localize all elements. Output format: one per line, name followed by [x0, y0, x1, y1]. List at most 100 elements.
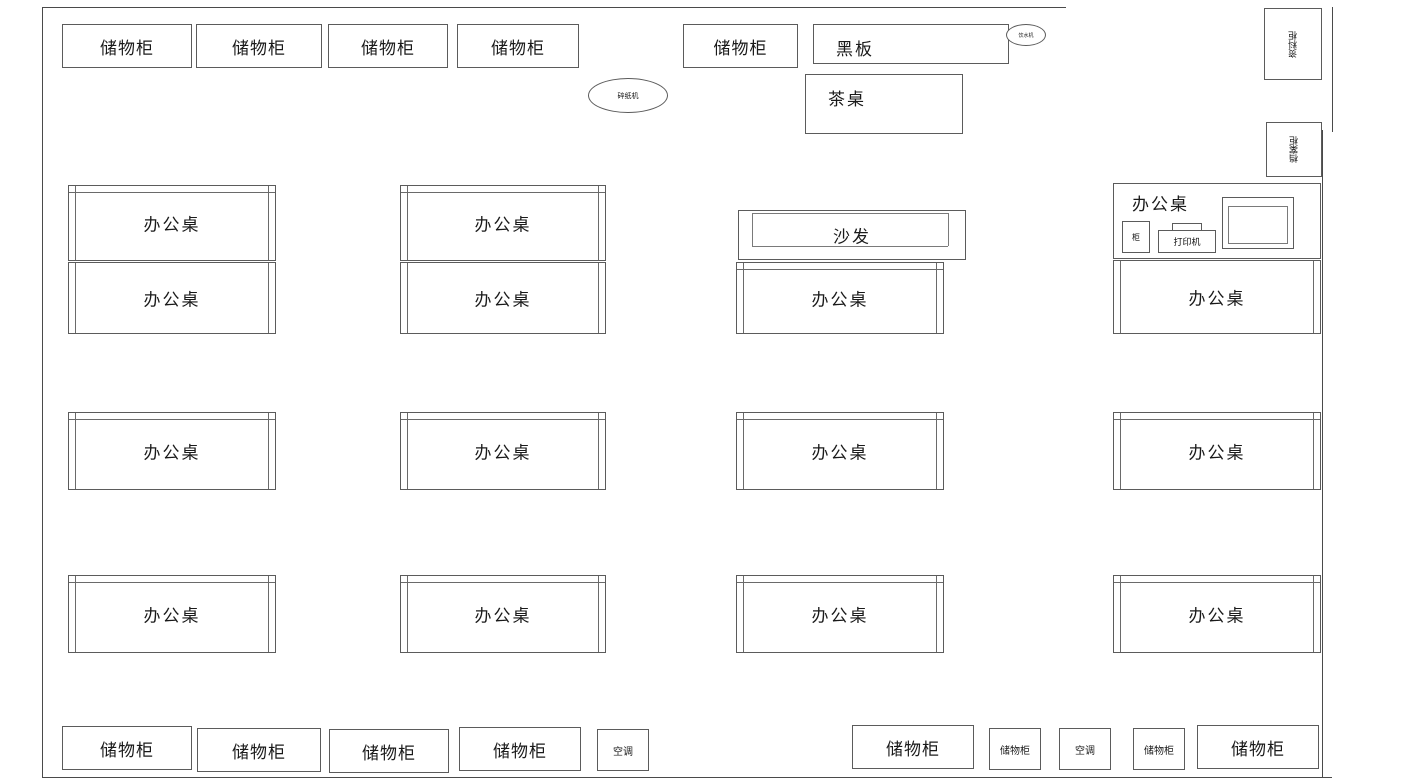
printer-station-label: 办公桌: [1132, 195, 1189, 215]
desk-r3c3[interactable]: 办公桌: [736, 575, 944, 653]
cabinet-label: 储物柜: [1231, 739, 1285, 760]
desk-rail-right: [598, 413, 599, 489]
desk-rail-right: [936, 413, 937, 489]
desk-r1c4[interactable]: 办公桌: [1113, 260, 1321, 334]
tea-table[interactable]: 茶桌: [805, 74, 963, 134]
ac-bottom-right[interactable]: 空调: [1059, 728, 1111, 770]
desk-rail-right: [936, 263, 937, 333]
desk-rail-right: [268, 263, 269, 333]
right-unit-document-cabinet[interactable]: 资料柜: [1264, 8, 1322, 80]
desk-r1c2-lower[interactable]: 办公桌: [400, 262, 606, 334]
wall-top: [42, 7, 1066, 8]
desk-r1c1-upper[interactable]: 办公桌: [68, 185, 276, 261]
cabinet-bottom-8[interactable]: 储物柜: [1197, 725, 1319, 769]
printer-label: 打印机: [1173, 238, 1201, 248]
shredder-node-label: 碎纸机: [617, 91, 639, 100]
desk-rail-right: [268, 576, 269, 652]
desk-rail-top: [737, 582, 943, 583]
cabinet-label: 储物柜: [100, 740, 154, 761]
desk-rail-top: [401, 192, 605, 193]
desk-rail-left: [1120, 261, 1121, 333]
desk-label: 办公桌: [1188, 606, 1246, 627]
cabinet-top-3[interactable]: 储物柜: [328, 24, 448, 68]
cabinet-label: 储物柜: [232, 38, 286, 59]
desk-rail-top: [69, 419, 275, 420]
water-dispenser-label: 饮水机: [1018, 32, 1034, 39]
desk-rail-top: [1114, 582, 1320, 583]
desk-label: 办公桌: [1188, 443, 1246, 464]
desk-rail-top: [401, 419, 605, 420]
cabinet-bottom-4[interactable]: 储物柜: [459, 727, 581, 771]
desk-r2c1[interactable]: 办公桌: [68, 412, 276, 490]
cabinet-bottom-3[interactable]: 储物柜: [329, 729, 449, 773]
desk-label: 办公桌: [1188, 289, 1246, 310]
desk-rail-top: [1114, 419, 1320, 420]
cabinet-label: 储物柜: [1000, 745, 1030, 757]
blackboard-label: 黑板: [836, 40, 874, 60]
desk-rail-left: [75, 186, 76, 260]
cabinet-top-4[interactable]: 储物柜: [457, 24, 579, 68]
desk-rail-top: [401, 582, 605, 583]
cabinet-bottom-6[interactable]: 储物柜: [989, 728, 1041, 770]
desk-r2c4[interactable]: 办公桌: [1113, 412, 1321, 490]
equipment-box[interactable]: 柜: [1122, 221, 1150, 253]
desk-rail-right: [598, 263, 599, 333]
cabinet-label: 储物柜: [100, 38, 154, 59]
desk-rail-right: [598, 186, 599, 260]
ac-label: 空调: [613, 746, 633, 758]
ac-bottom-left[interactable]: 空调: [597, 729, 649, 771]
desk-r1c2-upper[interactable]: 办公桌: [400, 185, 606, 261]
sofa-inner-line: [752, 213, 948, 214]
sofa[interactable]: 沙发: [738, 210, 966, 260]
desk-r1c3[interactable]: 办公桌: [736, 262, 944, 334]
right-unit-archive-cabinet[interactable]: 档案柜: [1266, 122, 1322, 177]
cabinet-bottom-7[interactable]: 储物柜: [1133, 728, 1185, 770]
right-unit-label: 资料柜: [1288, 30, 1299, 58]
cabinet-label: 储物柜: [886, 739, 940, 760]
sofa-inner-line-right: [948, 213, 949, 246]
wall-right-upper: [1332, 7, 1333, 132]
desk-rail-left: [407, 186, 408, 260]
desk-label: 办公桌: [474, 443, 532, 464]
cabinet-label: 储物柜: [232, 742, 286, 763]
desk-rail-right: [1313, 261, 1314, 333]
cabinet-label: 储物柜: [362, 743, 416, 764]
desk-rail-top: [69, 192, 275, 193]
desk-r3c2[interactable]: 办公桌: [400, 575, 606, 653]
desk-label: 办公桌: [811, 290, 869, 311]
ac-label: 空调: [1075, 745, 1095, 757]
printer-left[interactable]: 打印机: [1158, 230, 1216, 253]
water-dispenser-node-icon[interactable]: 饮水机: [1006, 24, 1046, 46]
desk-rail-right: [268, 413, 269, 489]
desk-r2c2[interactable]: 办公桌: [400, 412, 606, 490]
desk-r3c1[interactable]: 办公桌: [68, 575, 276, 653]
desk-label: 办公桌: [143, 215, 201, 236]
cabinet-bottom-5[interactable]: 储物柜: [852, 725, 974, 769]
desk-label: 办公桌: [474, 215, 532, 236]
printer-right-inner: [1228, 206, 1288, 244]
desk-r3c4[interactable]: 办公桌: [1113, 575, 1321, 653]
cabinet-bottom-2[interactable]: 储物柜: [197, 728, 321, 772]
cabinet-label: 储物柜: [493, 741, 547, 762]
desk-rail-right: [1313, 576, 1314, 652]
shredder-node-icon[interactable]: 碎纸机: [588, 78, 668, 113]
cabinet-top-2[interactable]: 储物柜: [196, 24, 322, 68]
desk-rail-left: [407, 263, 408, 333]
cabinet-bottom-1[interactable]: 储物柜: [62, 726, 192, 770]
wall-right: [1322, 130, 1323, 778]
cabinet-top-5[interactable]: 储物柜: [683, 24, 798, 68]
sofa-label: 沙发: [833, 227, 871, 248]
desk-r2c3[interactable]: 办公桌: [736, 412, 944, 490]
blackboard[interactable]: 黑板: [813, 24, 1009, 64]
sofa-inner-line-bottom: [752, 246, 948, 247]
desk-rail-top: [69, 582, 275, 583]
cabinet-top-1[interactable]: 储物柜: [62, 24, 192, 68]
desk-label: 办公桌: [811, 606, 869, 627]
cabinet-label: 储物柜: [491, 38, 545, 59]
desk-rail-right: [598, 576, 599, 652]
desk-label: 办公桌: [474, 290, 532, 311]
desk-r1c1-lower[interactable]: 办公桌: [68, 262, 276, 334]
desk-label: 办公桌: [474, 606, 532, 627]
desk-rail-top: [737, 419, 943, 420]
